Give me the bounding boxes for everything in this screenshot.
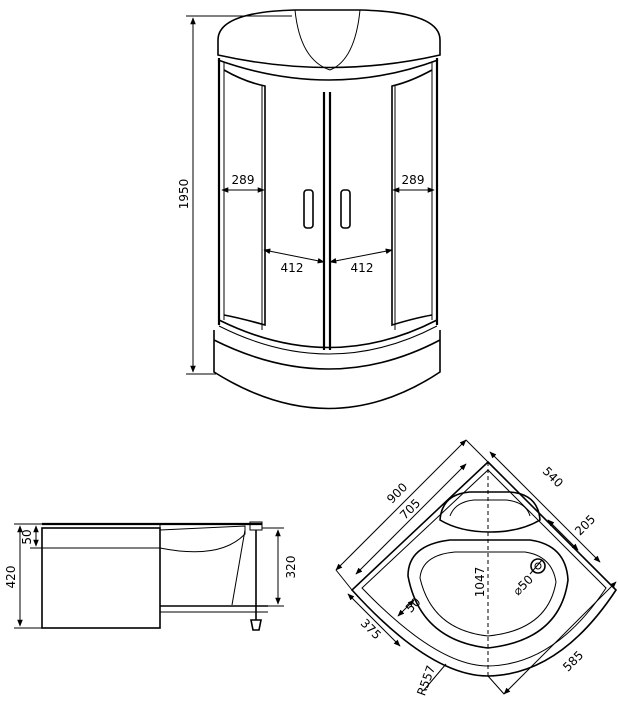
dim-line-540	[489, 451, 601, 563]
glass-bottom-edge	[218, 319, 438, 349]
top-view: 900 705 540 205 1047 ⌀50 50 375 585 R557	[335, 439, 618, 698]
label-drain-50: ⌀50	[510, 572, 536, 598]
dim-line-412-left	[263, 248, 325, 264]
label-205: 205	[572, 512, 598, 538]
dim-line-375	[347, 593, 401, 647]
dim-line-705	[355, 463, 467, 575]
label-320: 320	[284, 556, 298, 579]
label-289-right: 289	[402, 173, 425, 187]
roof-crease-right	[329, 9, 361, 71]
leg-foot	[250, 619, 262, 631]
tray-side-panel	[41, 527, 161, 629]
roof-crease-left	[294, 9, 331, 71]
dim-line-205	[547, 519, 579, 551]
left-side-glass	[223, 69, 266, 327]
dim-line-412-right	[329, 248, 393, 264]
dim-line-585	[503, 581, 617, 695]
front-view: 1950 289 289 412 412	[177, 9, 441, 410]
dim-line-50-wall	[397, 599, 415, 617]
label-r557: R557	[414, 664, 438, 698]
label-412-left: 412	[281, 261, 304, 275]
label-1950: 1950	[177, 179, 191, 210]
roof-outline	[217, 9, 441, 69]
label-705: 705	[397, 496, 423, 522]
label-585: 585	[560, 648, 586, 674]
right-side-glass	[391, 69, 433, 327]
label-50-wall: 50	[403, 595, 424, 616]
roof-lower-edge	[217, 59, 439, 81]
label-50-side: 50	[20, 529, 34, 544]
side-view: 420 50 320	[4, 521, 298, 631]
label-540: 540	[540, 464, 566, 490]
label-420: 420	[4, 566, 18, 589]
door-handle-right	[340, 189, 351, 229]
tray-outline	[213, 330, 441, 410]
door-handle-left	[303, 189, 314, 229]
label-289-left: 289	[232, 173, 255, 187]
label-375: 375	[358, 616, 384, 642]
dim-line-900	[335, 439, 467, 571]
label-412-right: 412	[351, 261, 374, 275]
label-1047: 1047	[473, 567, 487, 598]
